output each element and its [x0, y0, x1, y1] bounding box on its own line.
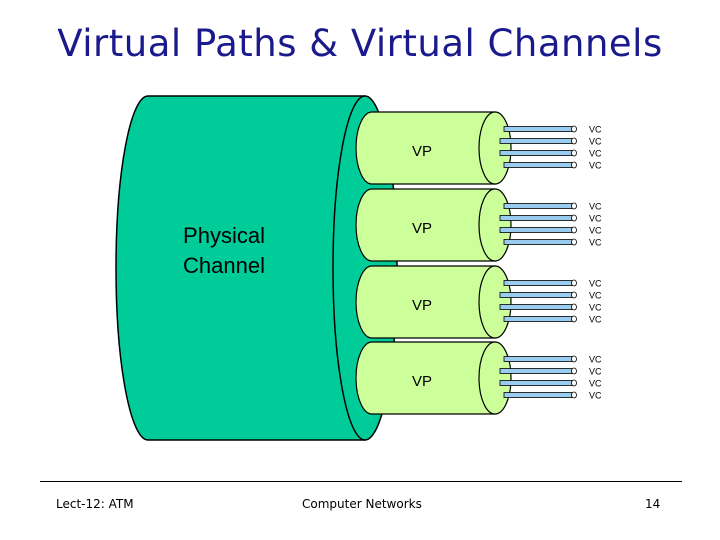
physical-channel-label-line2: Channel: [183, 253, 265, 278]
footer-course: Computer Networks: [302, 497, 422, 511]
vc-label: VC: [589, 367, 602, 377]
vc-wire-end: [571, 226, 577, 234]
vp-label-1: VP: [412, 143, 432, 160]
vp-label-4: VP: [412, 373, 432, 390]
vc-label: VC: [589, 379, 602, 389]
vc-wire: [499, 304, 573, 310]
slide-title: Virtual Paths & Virtual Channels: [57, 22, 663, 65]
vp-label-2: VP: [412, 220, 432, 237]
vc-label: VC: [589, 137, 602, 147]
vc-wire: [503, 126, 573, 132]
vc-wire-end: [571, 391, 577, 399]
vc-wire-end: [571, 367, 577, 375]
vc-wire-end: [571, 303, 577, 311]
vc-wire: [499, 292, 573, 298]
vc-label: VC: [589, 214, 602, 224]
vc-wire-end: [571, 291, 577, 299]
vc-wire-end: [571, 149, 577, 157]
vc-wire-end: [571, 161, 577, 169]
vp-tube-1: VP VC VC VC VC: [355, 111, 602, 185]
vc-wire: [503, 280, 573, 286]
vc-wire: [503, 203, 573, 209]
vc-wire: [499, 368, 573, 374]
vc-wire-end: [571, 315, 577, 323]
vc-label: VC: [589, 238, 602, 248]
vc-label: VC: [589, 355, 602, 365]
vc-label: VC: [589, 149, 602, 159]
vc-wire: [499, 380, 573, 386]
vc-wire: [499, 215, 573, 221]
vc-label: VC: [589, 303, 602, 313]
vc-wire: [499, 150, 573, 156]
footer-divider: [40, 481, 682, 482]
vc-label: VC: [589, 226, 602, 236]
vc-wire: [503, 162, 573, 168]
vc-label: VC: [589, 202, 602, 212]
vc-wire: [503, 316, 573, 322]
vc-label: VC: [589, 161, 602, 171]
physical-channel-label-line1: Physical: [183, 223, 265, 248]
vc-wire: [499, 227, 573, 233]
page-number: 14: [645, 497, 661, 511]
vc-wire-end: [571, 355, 577, 363]
vp-tube-3: VP VC VC VC VC: [355, 265, 602, 339]
vc-wire-end: [571, 379, 577, 387]
vc-wire-end: [571, 279, 577, 287]
vp-label-3: VP: [412, 297, 432, 314]
vc-label: VC: [589, 125, 602, 135]
footer-lecture: Lect-12: ATM: [56, 497, 134, 511]
vc-label: VC: [589, 391, 602, 401]
vp-tube-2: VP VC VC VC VC: [355, 188, 602, 262]
vc-label: VC: [589, 291, 602, 301]
vc-wire-end: [571, 137, 577, 145]
vc-wire: [503, 356, 573, 362]
vc-wire-end: [571, 214, 577, 222]
vc-wire: [499, 138, 573, 144]
vc-wire-end: [571, 125, 577, 133]
vc-label: VC: [589, 315, 602, 325]
vc-wire: [503, 392, 573, 398]
vc-wire: [503, 239, 573, 245]
vc-label: VC: [589, 279, 602, 289]
vc-wire-end: [571, 202, 577, 210]
vc-wire-end: [571, 238, 577, 246]
vp-tube-4: VP VC VC VC VC: [355, 341, 602, 415]
virtual-paths: VP VC VC VC VC VP VC VC VC VC VP VC VC VC VC VP VC VC VC VC: [355, 111, 602, 415]
